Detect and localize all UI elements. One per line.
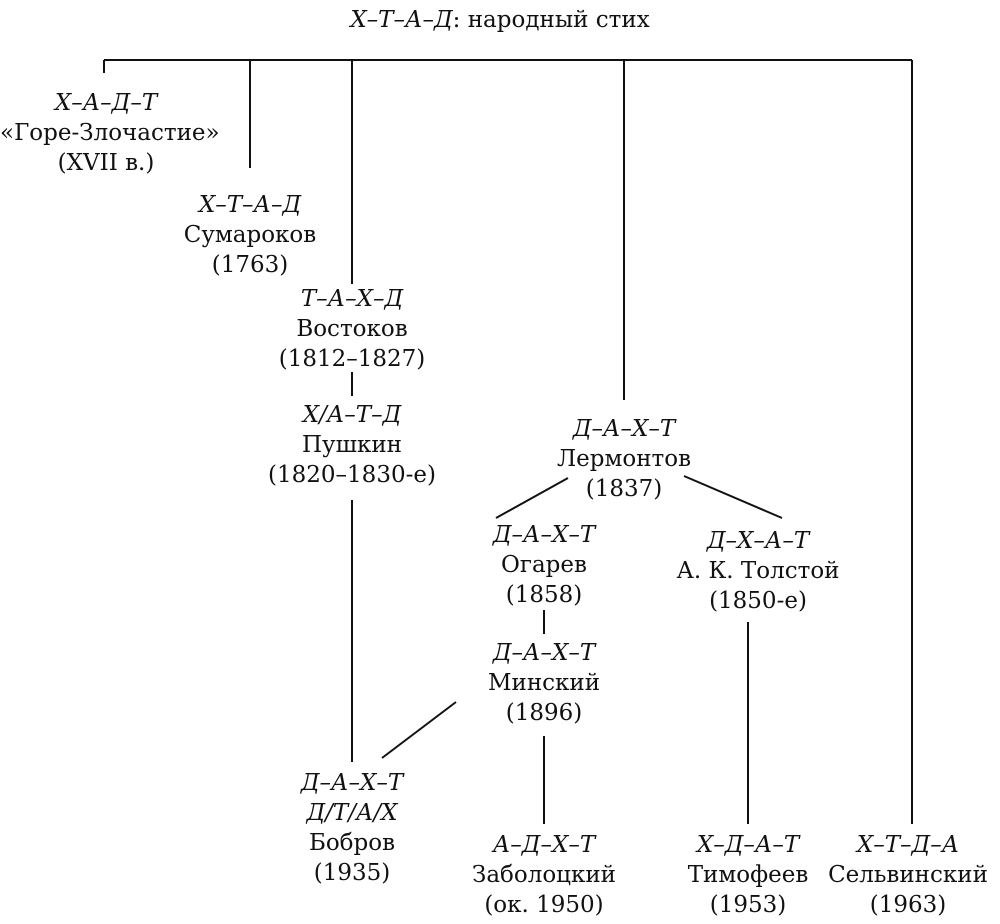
node-formula: Д–А–Х–Т (492, 522, 596, 548)
root-label: : народный стих (452, 7, 650, 33)
node-tolstoy: Д–Х–А–Т А. К. Толстой (1850-е) (668, 526, 848, 616)
node-date: (1850-е) (709, 588, 807, 614)
node-formula: Д–А–Х–Т (492, 640, 596, 666)
node-name: Сумароков (183, 222, 317, 248)
node-name: Заболоцкий (471, 862, 617, 888)
node-formula: Т–А–Х–Д (300, 286, 404, 312)
node-date: (1858) (505, 582, 583, 608)
node-formula-alt: Д/Т/А/Х (306, 800, 398, 826)
node-formula: Х–Т–Д–А (856, 832, 960, 858)
node-zabolotsky: А–Д–Х–Т Заболоцкий (ок. 1950) (434, 830, 654, 920)
node-name: Лермонтов (556, 446, 692, 472)
root-formula: Х–Т–А–Д (350, 7, 453, 33)
node-formula: Д–А–Х–Т (572, 416, 676, 442)
node-name: Востоков (296, 316, 408, 342)
node-date: (1935) (313, 860, 391, 886)
node-name: А. К. Толстой (676, 558, 840, 584)
node-lermontov: Д–А–Х–Т Лермонтов (1837) (524, 414, 724, 504)
node-formula: Д–А–Х–Т (300, 770, 404, 796)
node-formula: Д–Х–А–Т (706, 528, 810, 554)
node-bobrov: Д–А–Х–Т Д/Т/А/Х Бобров (1935) (252, 768, 452, 888)
node-date: (1837) (585, 476, 663, 502)
node-name: Сельвинский (828, 862, 988, 888)
node-name: Тимофеев (687, 862, 809, 888)
node-date: (1763) (211, 252, 289, 278)
node-date: (1812–1827) (278, 346, 426, 372)
node-formula: Х–А–Д–Т (54, 90, 158, 116)
node-formula: Х/А–Т–Д (302, 402, 402, 428)
node-gore: Х–А–Д–Т «Горе-Злочастие» (XVII в.) (0, 88, 220, 178)
node-sumarokov: Х–Т–А–Д Сумароков (1763) (160, 190, 340, 280)
connector-minsky-bobrov (381, 701, 457, 759)
node-date: (1953) (709, 892, 787, 918)
node-formula: Х–Д–А–Т (696, 832, 800, 858)
node-date: (XVII в.) (57, 150, 155, 176)
node-name: Бобров (308, 830, 396, 856)
node-minsky: Д–А–Х–Т Минский (1896) (454, 638, 634, 728)
node-formula: А–Д–Х–Т (492, 832, 596, 858)
connector-lermontov-tolstoy (683, 475, 783, 519)
node-name: Минский (487, 670, 601, 696)
node-name: Огарев (501, 552, 587, 578)
node-date: (ок. 1950) (484, 892, 604, 918)
node-vostokov: Т–А–Х–Д Востоков (1812–1827) (262, 284, 442, 374)
node-ogarev: Д–А–Х–Т Огарев (1858) (454, 520, 634, 610)
node-date: (1963) (869, 892, 947, 918)
node-timofeev: Х–Д–А–Т Тимофеев (1953) (648, 830, 848, 920)
root-node: Х–Т–А–Д: народный стих (300, 4, 700, 36)
node-selvinsky: Х–Т–Д–А Сельвинский (1963) (818, 830, 998, 920)
node-name: Пушкин (301, 432, 402, 458)
node-pushkin: Х/А–Т–Д Пушкин (1820–1830-е) (252, 400, 452, 490)
node-formula: Х–Т–А–Д (198, 192, 302, 218)
node-date: (1896) (505, 700, 583, 726)
connector-lermontov-ogarev (495, 477, 569, 519)
node-name: «Горе-Злочастие» (0, 120, 220, 146)
node-date: (1820–1830-е) (268, 462, 436, 488)
